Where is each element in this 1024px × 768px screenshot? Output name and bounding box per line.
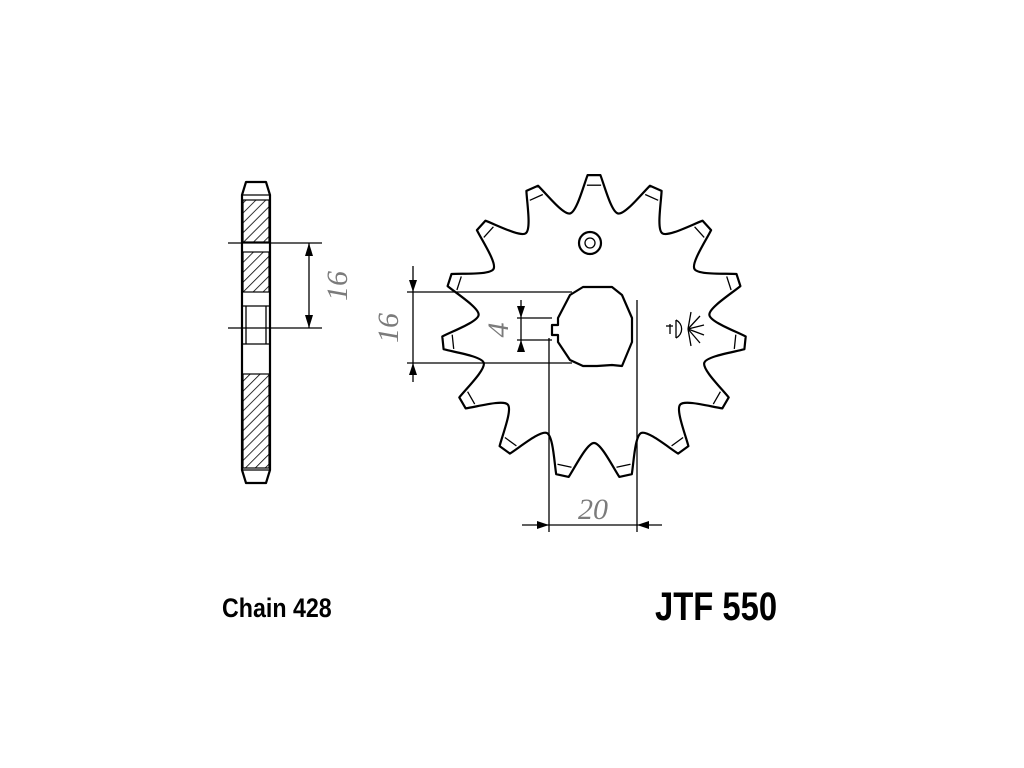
front-view	[441, 174, 747, 478]
dim-spline-height: 16	[372, 313, 405, 343]
tooth-tip-line	[726, 276, 732, 291]
part-number-label: JTF 550	[655, 585, 778, 629]
dim-key-width-lines	[517, 300, 552, 352]
bolt-hole-outer	[577, 230, 603, 256]
dim-side-width: 16	[321, 271, 354, 301]
tooth-tip-line	[733, 334, 737, 349]
tooth-tip-line	[504, 436, 517, 447]
chain-label: Chain 428	[222, 593, 332, 623]
tooth-tip-line	[557, 463, 572, 468]
dim-key-width: 4	[482, 323, 515, 338]
tooth-tip-line	[483, 226, 494, 238]
tooth-tip-line	[671, 436, 684, 447]
side-view-outline	[240, 180, 272, 485]
side-hatch-mid	[242, 251, 270, 293]
tooth-tips	[451, 184, 737, 468]
side-view	[228, 180, 322, 485]
tooth-tip-line	[644, 193, 659, 201]
tooth-tip-line	[529, 193, 544, 201]
bolt-hole-inner	[584, 237, 596, 249]
splined-bore	[550, 285, 634, 368]
sprocket-outline	[441, 174, 747, 478]
tooth-tip-line	[616, 463, 631, 468]
tooth-tip-line	[694, 226, 705, 238]
side-hatch-bottom	[242, 373, 270, 469]
dim-spline-height-lines	[407, 266, 572, 382]
dim-bore-diameter: 20	[578, 493, 608, 526]
tooth-tip-line	[451, 334, 455, 349]
tooth-tip-line	[712, 391, 721, 405]
tooth-tip-line	[467, 391, 476, 405]
side-hatch-top	[242, 199, 270, 243]
dim-bore-diameter-lines	[522, 300, 662, 532]
tooth-tip-line	[456, 276, 462, 291]
sun-rotation-icon	[666, 311, 705, 347]
